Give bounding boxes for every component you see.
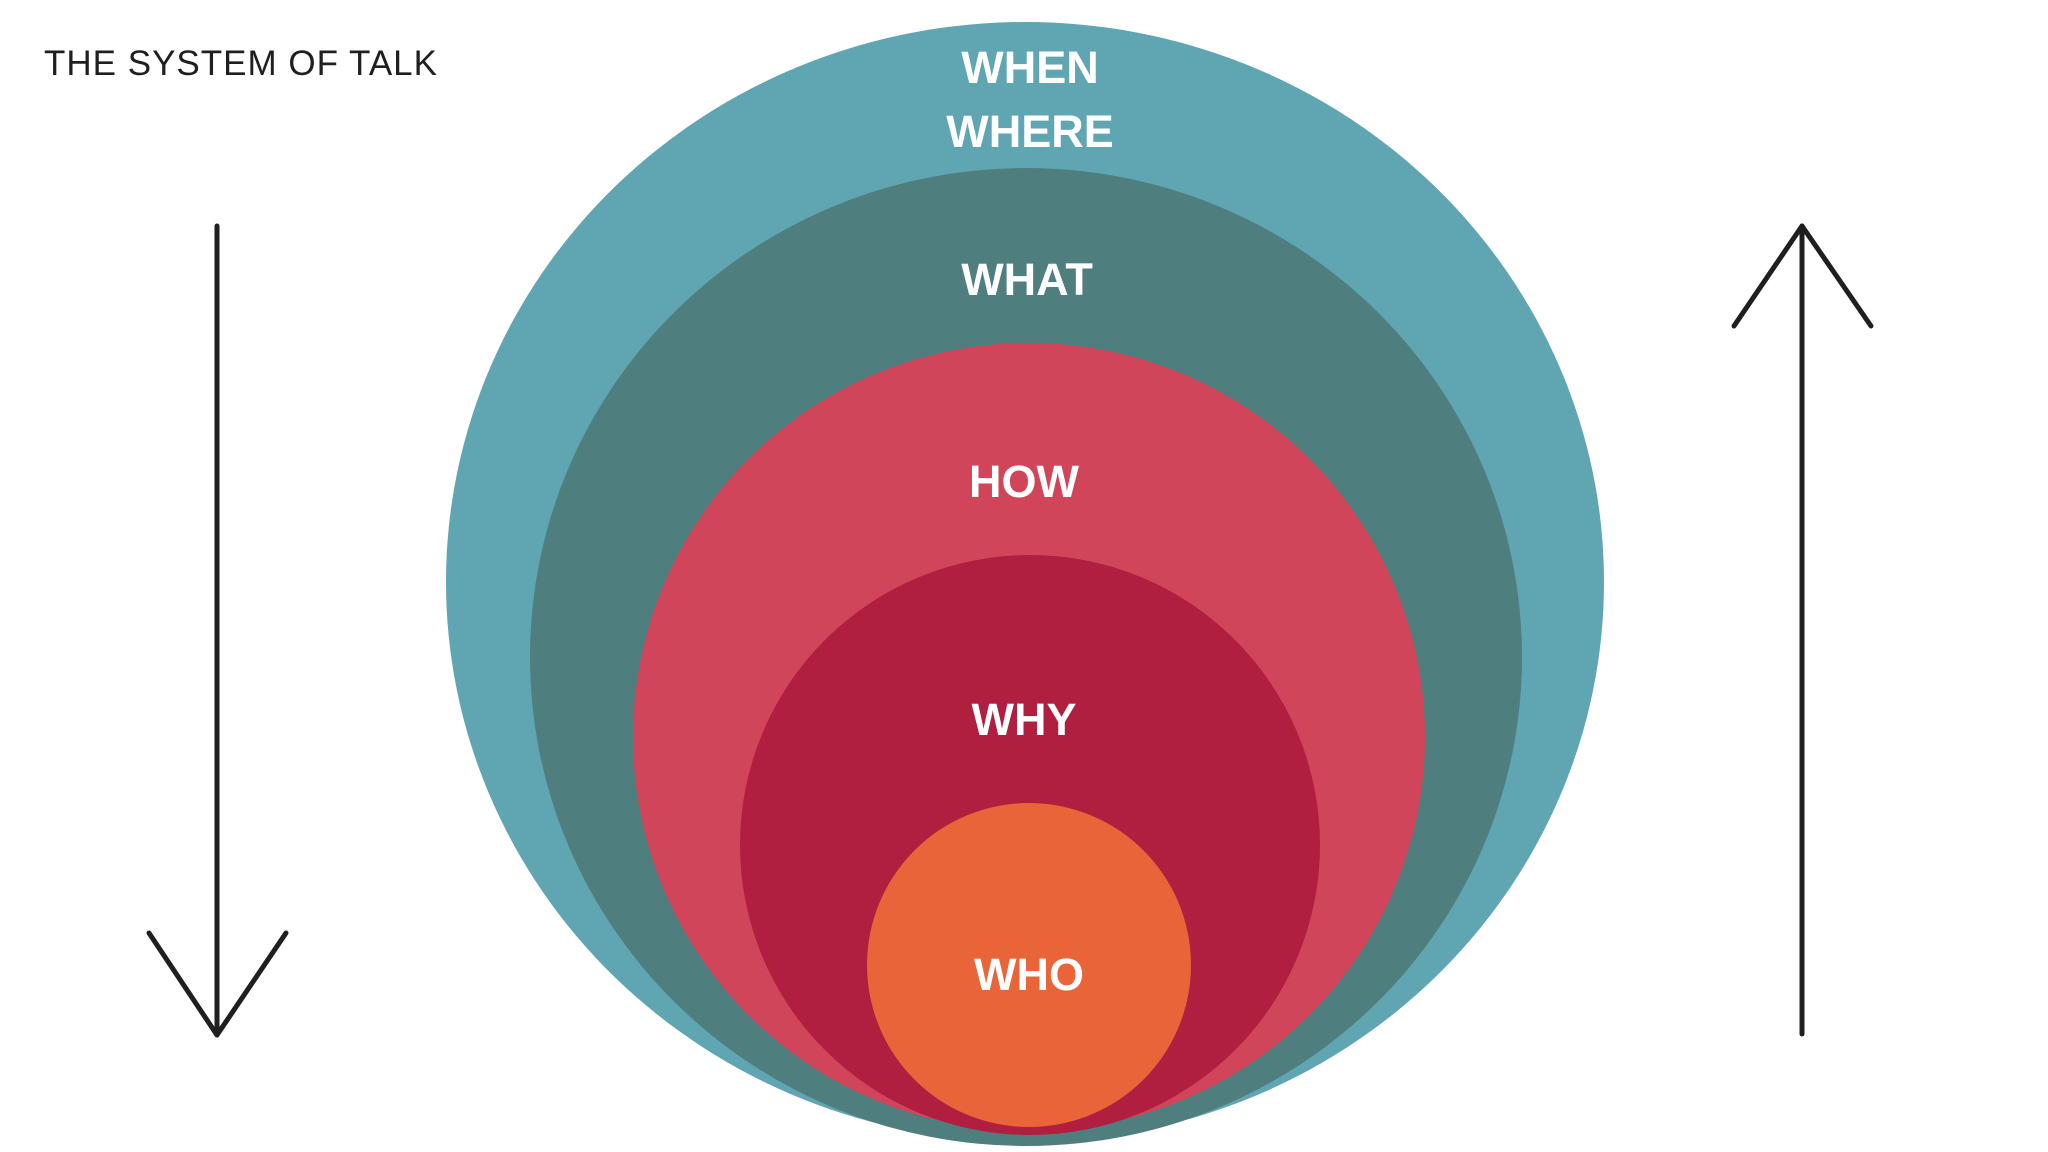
label-why: WHY: [972, 694, 1077, 745]
down-arrow-icon: [146, 223, 289, 1038]
label-when: WHEN: [961, 42, 1098, 93]
label-how: HOW: [969, 456, 1080, 507]
label-what: WHAT: [961, 254, 1093, 305]
page-title: THE SYSTEM OF TALK: [44, 44, 438, 83]
label-who: WHO: [974, 949, 1084, 1000]
up-arrow-icon: [1731, 223, 1874, 1037]
label-where: WHERE: [946, 106, 1114, 157]
circle-who: [867, 803, 1191, 1127]
